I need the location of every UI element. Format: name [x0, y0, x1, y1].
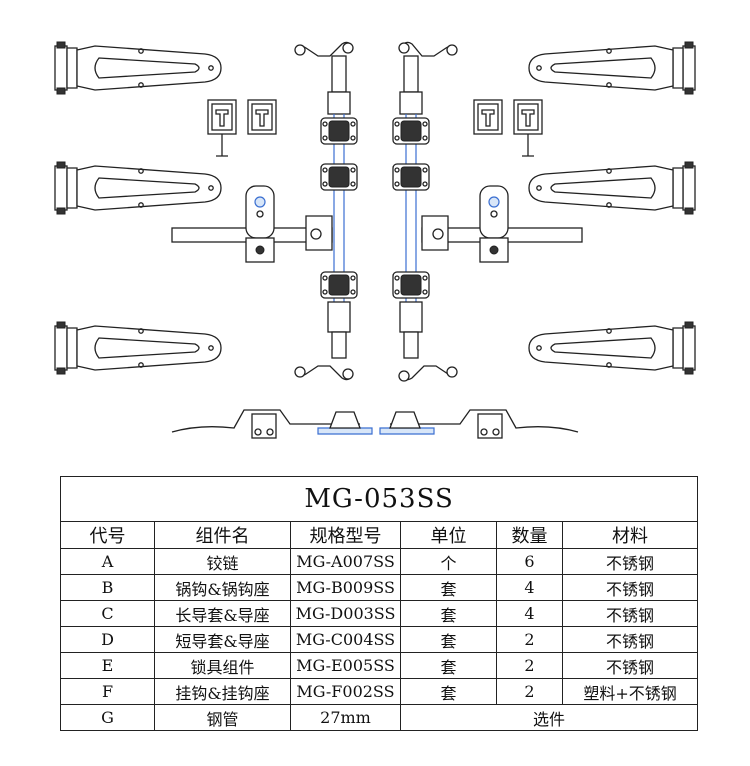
- cell-name: 挂钩&挂钩座: [154, 678, 291, 705]
- lock-handle-right: [421, 185, 583, 263]
- table-row: A 铰链 MG-A007SS 个 6 不锈钢: [60, 548, 699, 575]
- cell-code: D: [60, 626, 155, 653]
- cell-code: B: [60, 574, 155, 601]
- lock-handle-left: [171, 185, 333, 263]
- cell-qty: 2: [496, 626, 563, 653]
- hinge-left-middle: [54, 161, 222, 215]
- table-row: B 锅钩&锅钩座 MG-B009SS 套 4 不锈钢: [60, 574, 699, 601]
- table-title: MG-053SS: [59, 476, 699, 522]
- cell-name: 铰链: [154, 548, 291, 575]
- hinge-left-bottom: [54, 321, 222, 375]
- cell-model: 27mm: [290, 704, 401, 731]
- cell-material: 不锈钢: [561, 600, 699, 627]
- table-row: D 短导套&导座 MG-C004SS 套 2 不锈钢: [60, 626, 699, 653]
- spec-table: MG-053SS 代号 组件名 规格型号 单位 数量 材料 A 铰链 MG-A0…: [59, 476, 699, 731]
- cell-unit: 套: [400, 626, 497, 653]
- hinge-left-top: [54, 41, 222, 95]
- cell-qty: 2: [496, 652, 563, 679]
- latch-side-view: [171, 409, 579, 439]
- cell-unit: 个: [400, 548, 497, 575]
- cell-material: 塑料+不锈钢: [561, 678, 699, 705]
- cell-material: 不锈钢: [561, 626, 699, 653]
- cell-qty: 6: [496, 548, 563, 575]
- cell-model: MG-C004SS: [290, 626, 401, 653]
- cell-name: 钢管: [154, 704, 291, 731]
- table-header-row: 代号 组件名 规格型号 单位 数量 材料: [60, 521, 699, 549]
- cell-unit: 套: [400, 678, 497, 705]
- rod-right: [392, 41, 458, 382]
- cell-material: 不锈钢: [561, 652, 699, 679]
- table-row: E 锁具组件 MG-E005SS 套 2 不锈钢: [60, 652, 699, 679]
- hardware-assembly-drawing: [54, 41, 696, 439]
- cell-unit: 套: [400, 574, 497, 601]
- rod-left: [294, 41, 358, 381]
- cell-qty: 2: [496, 678, 563, 705]
- cell-name: 短导套&导座: [154, 626, 291, 653]
- cell-qty: 4: [496, 600, 563, 627]
- cell-material: 不锈钢: [561, 574, 699, 601]
- cell-name: 长导套&导座: [154, 600, 291, 627]
- header-material: 材料: [561, 521, 699, 549]
- header-qty: 数量: [496, 521, 563, 549]
- cell-unit: 套: [400, 652, 497, 679]
- cell-material: 不锈钢: [561, 548, 699, 575]
- cell-model: MG-D003SS: [290, 600, 401, 627]
- header-name: 组件名: [154, 521, 291, 549]
- cell-note: 选件: [399, 704, 699, 731]
- header-code: 代号: [60, 521, 155, 549]
- table-row: F 挂钩&挂钩座 MG-F002SS 套 2 塑料+不锈钢: [60, 678, 699, 705]
- cell-model: MG-F002SS: [290, 678, 401, 705]
- cell-model: MG-A007SS: [290, 548, 401, 575]
- cell-qty: 4: [496, 574, 563, 601]
- table-row: C 长导套&导座 MG-D003SS 套 4 不锈钢: [60, 600, 699, 627]
- cell-code: E: [60, 652, 155, 679]
- cell-model: MG-E005SS: [290, 652, 401, 679]
- cell-code: A: [60, 548, 155, 575]
- cell-model: MG-B009SS: [290, 574, 401, 601]
- cell-code: F: [60, 678, 155, 705]
- header-model: 规格型号: [290, 521, 401, 549]
- cell-unit: 套: [400, 600, 497, 627]
- header-unit: 单位: [400, 521, 497, 549]
- cell-code: C: [60, 600, 155, 627]
- cell-name: 锅钩&锅钩座: [154, 574, 291, 601]
- table-row: G 钢管 27mm 选件: [60, 704, 699, 731]
- cell-name: 锁具组件: [154, 652, 291, 679]
- cell-code: G: [60, 704, 155, 731]
